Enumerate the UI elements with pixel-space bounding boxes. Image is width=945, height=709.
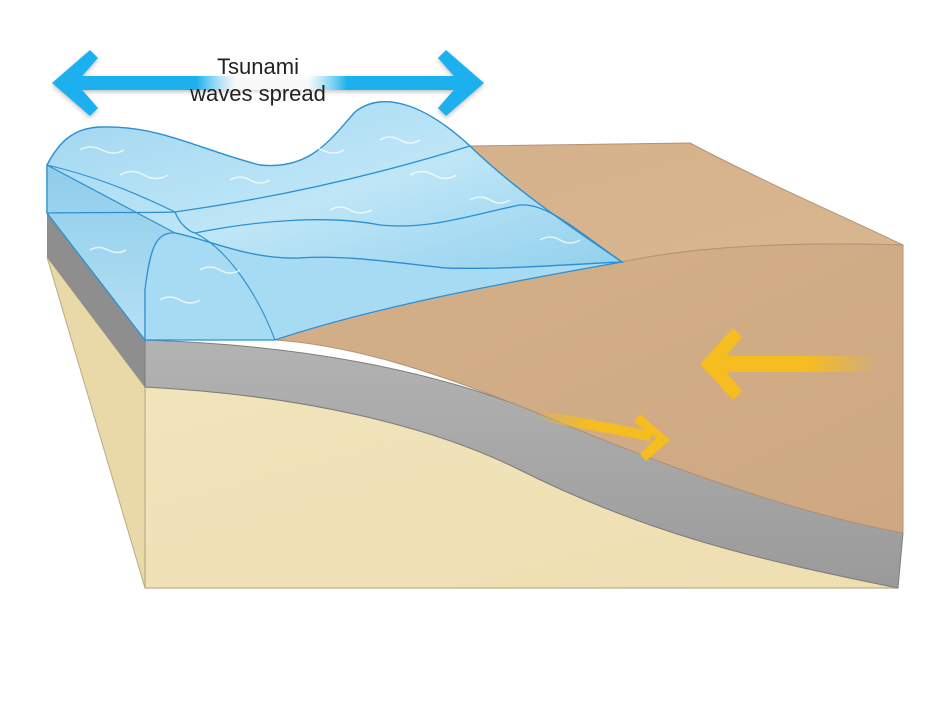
subduction-arrow-head <box>634 414 670 461</box>
plate-motion-arrow-head <box>700 328 742 400</box>
arrow-left-icon <box>700 328 878 400</box>
wave-crest-line-3 <box>46 164 176 213</box>
spread-arrow-left-head <box>52 50 98 116</box>
double-headed-arrow-icon <box>52 50 484 116</box>
caption-waves-spread: waves spread <box>189 81 326 106</box>
arrow-right-icon <box>536 410 670 461</box>
water-front-face <box>144 232 623 341</box>
wave-crest-line-2 <box>174 204 623 263</box>
spread-arrow-right-head <box>438 50 484 116</box>
oceanic-plate <box>47 213 904 589</box>
wave-crest-line-1 <box>46 145 471 214</box>
plate-motion-arrow-shaft <box>718 356 878 372</box>
spread-arrow-shaft <box>70 76 466 90</box>
caption-tsunami: Tsunami <box>217 54 299 79</box>
oceanic-plate-front-band <box>144 339 904 589</box>
oceanic-plate-left-face <box>47 213 145 387</box>
subduction-arrow-shaft <box>536 410 652 441</box>
water-front-divider <box>194 232 276 341</box>
ocean-water <box>46 101 625 342</box>
water-shimmer <box>79 136 581 304</box>
